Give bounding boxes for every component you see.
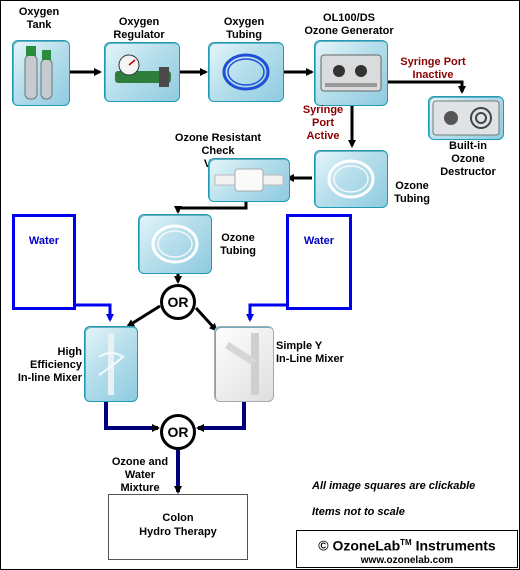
ozone-destructor-image[interactable] [428,96,504,140]
brand-text: © OzoneLab [318,537,401,554]
note-clickable: All image squares are clickable [312,480,476,492]
he-mixer-image[interactable] [84,326,138,402]
oxygen-tank-image[interactable] [12,40,70,106]
y-mixer-icon [225,333,259,395]
oxygen-cylinders-icon [24,46,53,100]
simple-y-mixer-label: Simple Y In-Line Mixer [276,340,344,365]
check-valve-image[interactable] [208,158,290,202]
oxygen-regulator-image[interactable] [104,42,180,102]
water-box-left: Water [12,214,76,310]
oxygen-tubing-label: Oxygen Tubing [223,16,265,41]
arrow-or-to-he-mixer [126,304,161,328]
note-scale: Items not to scale [312,506,405,518]
copyright-footer: © OzoneLabTM Instruments www.ozonelab.co… [296,530,518,568]
mix-line-right [196,400,246,432]
ozone-generator-image[interactable] [314,40,388,106]
mixture-label: Ozone and Water Mixture [111,456,169,494]
ozone-tubing-label-2: Ozone Tubing [220,232,256,257]
oxygen-tubing-image[interactable] [208,42,284,102]
ozone-destructor-label: Built-in Ozone Destructor [440,140,496,178]
syringe-port-inactive-label: Syringe Port Inactive [400,56,466,81]
ozone-generator-icon [320,54,382,92]
arrow-or-to-y-mixer [194,306,218,332]
destructor-fan-icon [432,100,500,136]
simple-y-mixer-image[interactable] [214,326,274,402]
tubing-coil-icon [222,53,270,91]
he-mixer-label: High Efficiency In-line Mixer [17,346,82,384]
colon-hydro-therapy-box[interactable]: Colon Hydro Therapy [108,494,248,560]
water-line-right [246,303,286,322]
ozone-tubing-coil-icon [151,224,199,264]
regulator-gauge-icon [115,54,171,87]
or-node-top: OR [160,284,196,320]
water-label-right: Water [303,235,335,247]
oxygen-regulator-label: Oxygen Regulator [113,16,165,41]
ozone-tubing-image-1[interactable] [314,150,388,208]
arrow-check-valve-to-ozone-tubing [174,200,248,214]
copyright-title: © OzoneLabTM Instruments [297,534,517,555]
he-mixer-icon [98,333,125,395]
oxygen-tank-label: Oxygen Tank [18,6,60,31]
mix-line-left [104,400,160,432]
ozone-generator-label: OL100/DS Ozone Generator [304,12,394,37]
ozone-tubing-label-1: Ozone Tubing [394,180,430,205]
ozone-tubing-coil-icon [327,159,375,199]
trademark-mark: TM [400,538,412,547]
water-box-right: Water [286,214,352,310]
ozone-tubing-image-2[interactable] [138,214,212,274]
website-url[interactable]: www.ozonelab.com [360,554,454,566]
check-valve-icon [214,168,284,192]
or-node-bottom: OR [160,414,196,450]
water-label-left: Water [28,235,60,247]
arrow-generator-to-destructor [386,80,466,94]
brand-suffix: Instruments [411,537,496,554]
syringe-port-active-label: Syringe Port Active [302,104,344,142]
